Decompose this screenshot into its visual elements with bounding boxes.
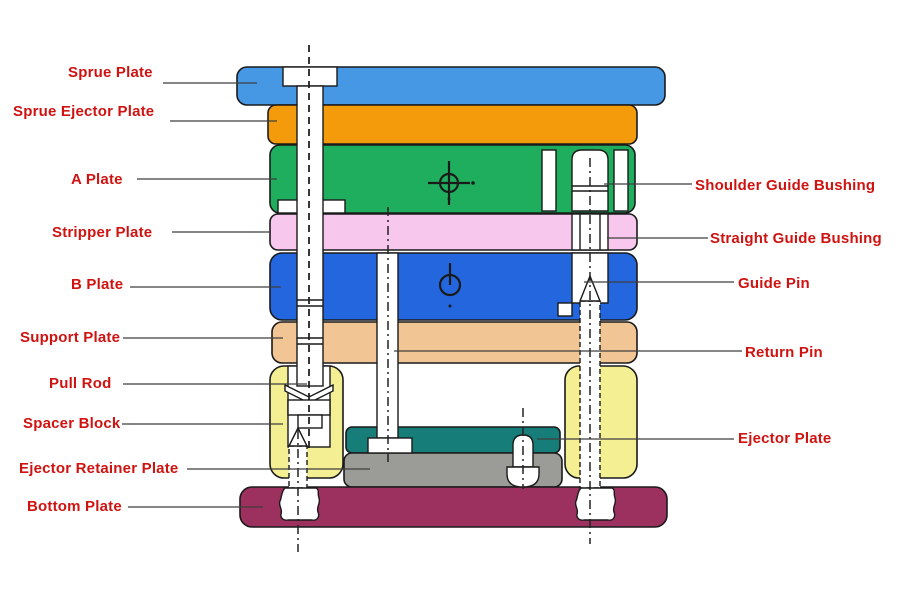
guide-pin-tip [578,274,602,302]
guide-pin-channel-step [557,302,573,317]
label-guide-pin: Guide Pin [738,275,810,292]
sprue-ejector-plate-shape [267,104,638,145]
center-mark-dot [447,197,451,201]
label-sprue-plate: Sprue Plate [68,64,153,81]
label-spacer-block: Spacer Block [23,415,121,432]
pull-rod-shaft [296,85,324,387]
label-return-pin: Return Pin [745,344,823,361]
label-pull-rod: Pull Rod [49,375,112,392]
label-ejector-retainer-plate: Ejector Retainer Plate [19,460,179,477]
support-plate-shape [271,321,638,364]
ejector-pin-seat-blob [278,487,321,521]
label-shoulder-guide-bushing: Shoulder Guide Bushing [695,177,876,194]
label-straight-guide-bushing: Straight Guide Bushing [710,230,882,247]
label-a-plate: A Plate [71,171,123,188]
plate-stack [236,66,668,528]
pull-rod-head [282,66,338,87]
a-plate-center-mark [428,161,475,205]
label-stripper-plate: Stripper Plate [52,224,153,241]
bushing-slot-left [541,149,557,212]
label-b-plate: B Plate [71,276,124,293]
center-mark-dot [448,304,452,308]
return-pin-foot [367,437,413,454]
label-sprue-ejector-plate: Sprue Ejector Plate [13,103,155,120]
b-plate-center-mark [438,263,462,308]
label-bottom-plate: Bottom Plate [27,498,122,515]
label-support-plate: Support Plate [20,329,121,346]
spacer-block-right-shape [564,365,638,479]
guide-pin-seat-blob [574,487,617,521]
pull-rod-stub [297,414,323,429]
leader-lines [122,82,742,508]
label-ejector-plate: Ejector Plate [738,430,832,447]
center-mark-dot [471,181,475,185]
bushing-slot-right [613,149,629,212]
